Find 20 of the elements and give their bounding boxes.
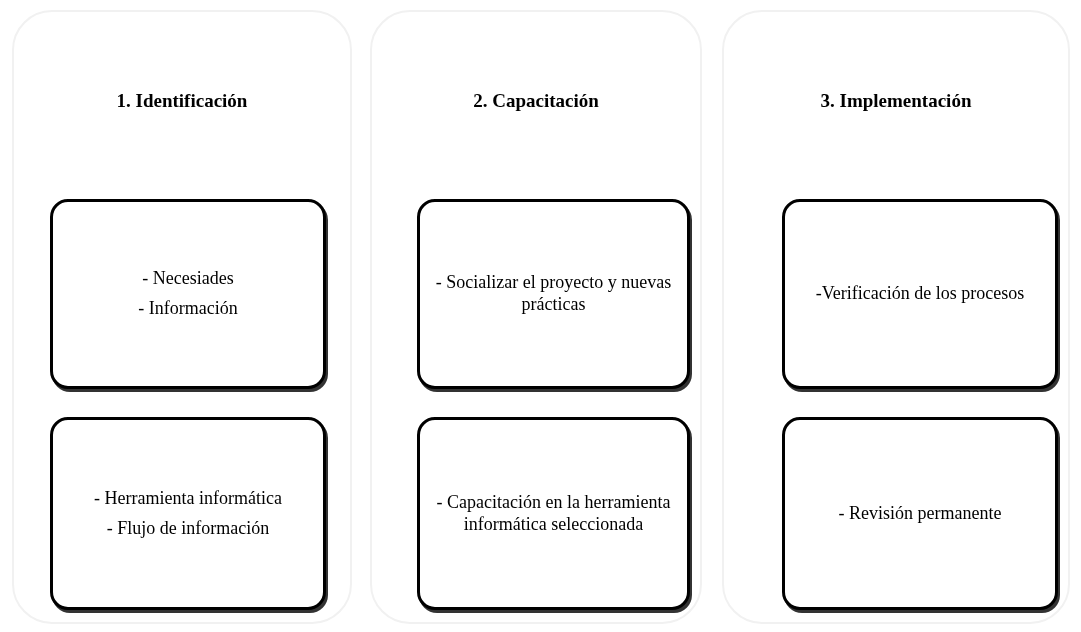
column-panel	[12, 10, 352, 624]
column-heading: 1. Identificación	[115, 90, 249, 112]
process-box	[782, 417, 1058, 610]
box-text: - Socializar el proyecto y nuevas prácticas	[434, 272, 673, 316]
column-heading: 3. Implementación	[819, 90, 973, 112]
box-text: - Flujo de información	[106, 517, 270, 540]
box-text: - Necesiades	[142, 268, 234, 290]
process-box	[782, 199, 1058, 389]
box-text: - Herramienta informática	[94, 487, 282, 510]
process-box	[417, 417, 690, 610]
box-text: - Revisión permanente	[838, 502, 1002, 525]
process-box	[417, 199, 690, 389]
process-box	[50, 199, 326, 389]
box-text: - Información	[138, 298, 238, 320]
process-box	[50, 417, 326, 610]
box-text: -Verificación de los procesos	[815, 283, 1025, 305]
box-text: - Capacitación en la herramienta informática seleccionada	[435, 491, 672, 536]
column-heading: 2. Capacitación	[472, 90, 600, 112]
column-panel	[722, 10, 1070, 624]
column-panel	[370, 10, 702, 624]
